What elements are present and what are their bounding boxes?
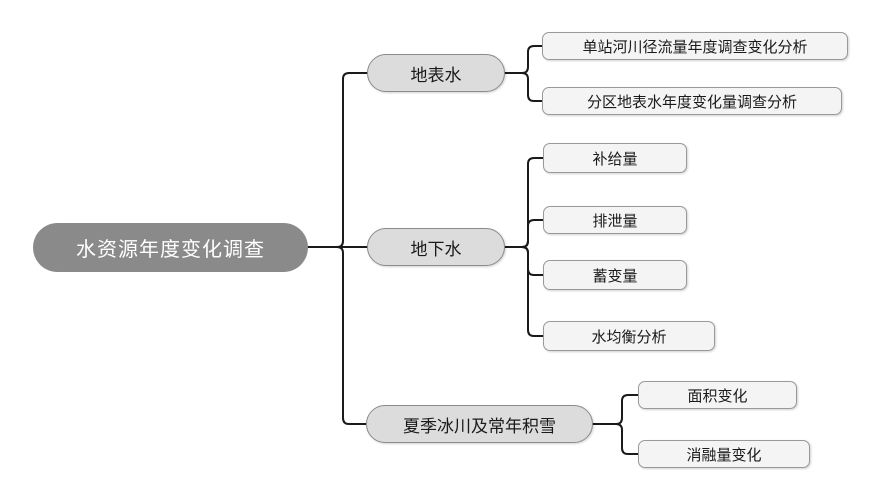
- edge-glacier-leaf2: [592, 423, 639, 455]
- root-node[interactable]: 水资源年度变化调查: [33, 223, 308, 272]
- leaf-node-area-change[interactable]: 面积变化: [638, 381, 797, 409]
- leaf-node-water-balance-analysis[interactable]: 水均衡分析: [543, 321, 715, 351]
- edge-root-glacier-snow: [307, 246, 367, 425]
- edge-ground-leaf1: [504, 157, 544, 248]
- leaf-node-discharge[interactable]: 排泄量: [543, 206, 687, 234]
- leaf-node-recharge[interactable]: 补给量: [543, 143, 687, 173]
- edge-ground-leaf2: [504, 219, 544, 248]
- edge-glacier-leaf1: [592, 394, 639, 425]
- leaf-node-melt-amount-change[interactable]: 消融量变化: [638, 440, 810, 468]
- leaf-node-regional-surface-water-analysis[interactable]: 分区地表水年度变化量调查分析: [542, 87, 842, 115]
- leaf-node-storage-change[interactable]: 蓄变量: [543, 260, 687, 290]
- edge-surface-leaf1: [504, 45, 543, 74]
- edge-ground-leaf3: [504, 246, 544, 276]
- edge-root-surface-water: [307, 72, 368, 248]
- branch-node-glacier-snow[interactable]: 夏季冰川及常年积雪: [366, 405, 593, 443]
- branch-node-surface-water[interactable]: 地表水: [367, 54, 505, 92]
- edge-surface-leaf2: [504, 72, 543, 102]
- branch-node-groundwater[interactable]: 地下水: [367, 228, 505, 266]
- leaf-node-station-runoff-analysis[interactable]: 单站河川径流量年度调查变化分析: [542, 32, 848, 60]
- edge-ground-leaf4: [504, 246, 544, 337]
